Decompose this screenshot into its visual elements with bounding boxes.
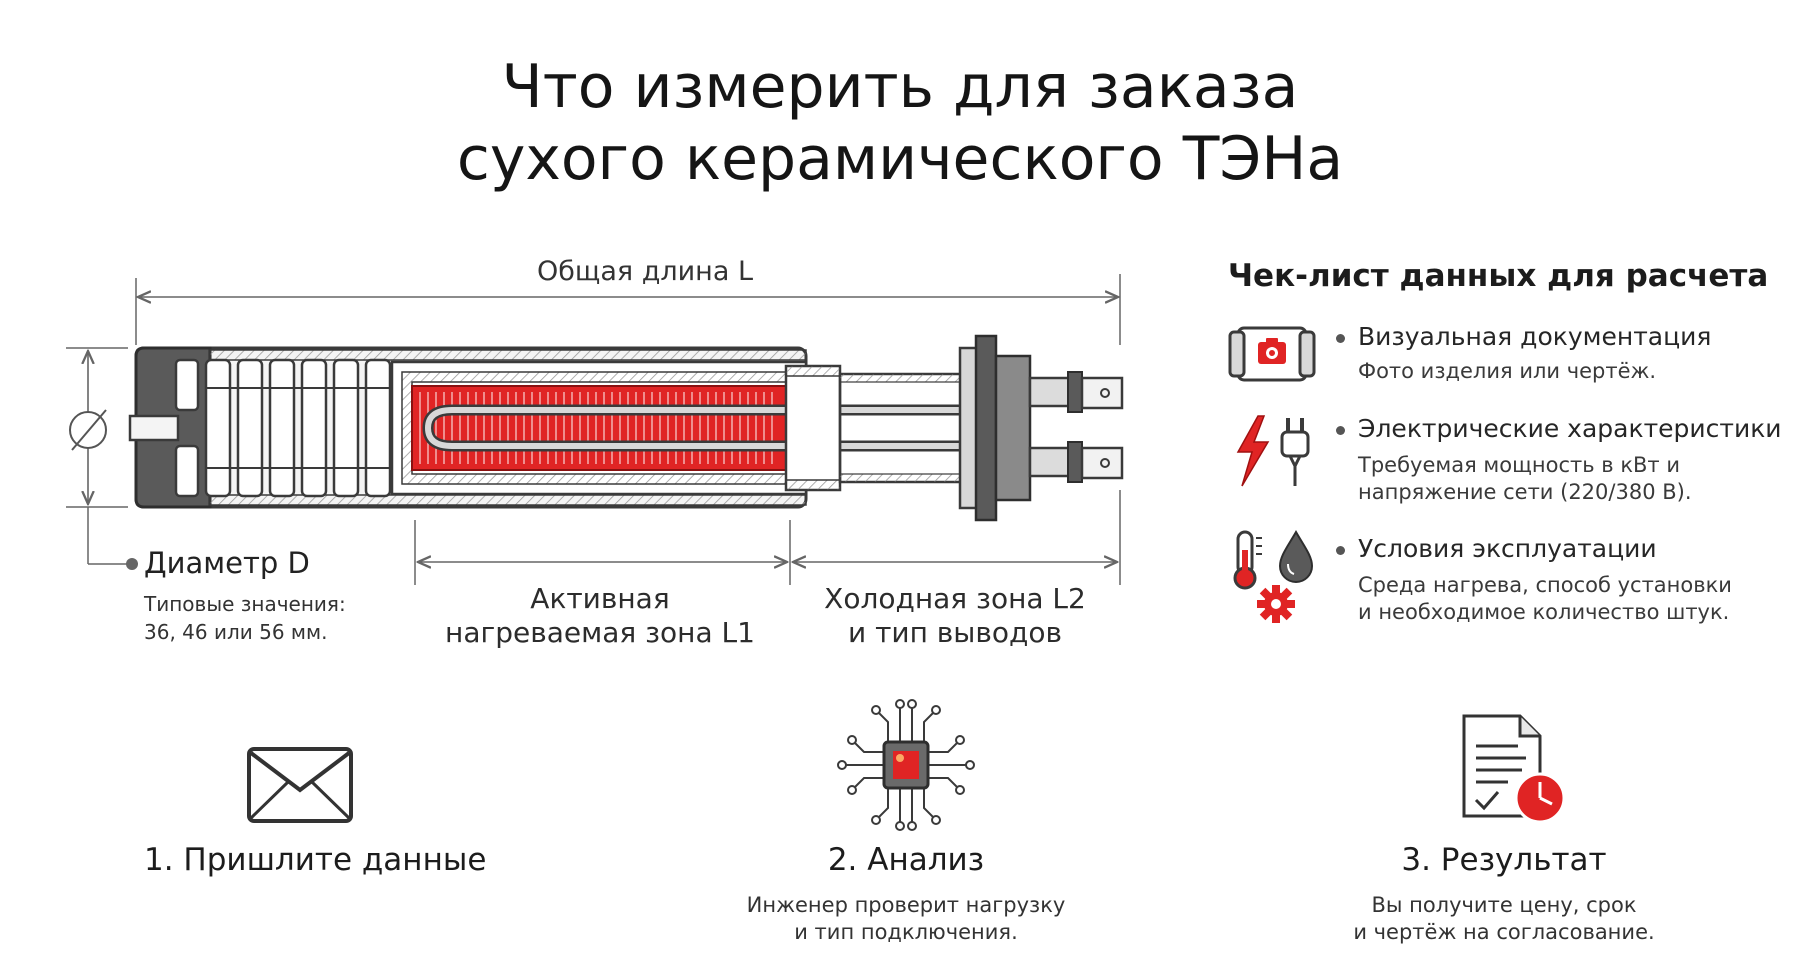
zone-dimensions xyxy=(414,490,1121,585)
checklist-item-3-desc-line-2: и необходимое количество штук. xyxy=(1358,600,1730,624)
active-zone-label: Активная нагреваемая зона L1 xyxy=(420,582,780,650)
thermometer-drop-gear-icon xyxy=(1233,529,1314,623)
checklist-item-2-title: Электрические характеристики xyxy=(1358,414,1782,443)
step-3-desc: Вы получите цену, срок и чертёж на согла… xyxy=(1318,892,1690,946)
active-zone-line-2: нагреваемая зона L1 xyxy=(445,616,755,649)
page-title-line-1: Что измерить для заказа xyxy=(501,52,1299,122)
checklist-item-3-desc-line-1: Среда нагрева, способ установки xyxy=(1358,573,1732,597)
diameter-dimension xyxy=(66,347,138,570)
step-2-desc: Инженер проверит нагрузку и тип подключе… xyxy=(720,892,1092,946)
step-1-title: 1. Пришлите данные xyxy=(144,842,487,878)
checklist-item-2-desc: Требуемая мощность в кВт и напряжение се… xyxy=(1358,452,1692,506)
diameter-note-line-2: 36, 46 или 56 мм. xyxy=(144,620,328,644)
bullet-dot xyxy=(1336,546,1345,555)
chip-icon xyxy=(837,699,975,831)
checklist-heading: Чек-лист данных для расчета xyxy=(1228,258,1769,294)
heating-rod xyxy=(422,404,970,452)
cold-zone-line-1: Холодная зона L2 xyxy=(824,582,1086,615)
envelope-icon xyxy=(247,747,353,823)
cold-zone-label: Холодная зона L2 и тип выводов xyxy=(795,582,1115,650)
checklist-item-1-title: Визуальная документация xyxy=(1358,322,1712,351)
cold-zone-line-2: и тип выводов xyxy=(847,616,1063,649)
document-clock-icon xyxy=(1462,714,1566,824)
heater-tube xyxy=(128,346,808,509)
active-zone-line-1: Активная xyxy=(530,582,670,615)
diameter-note-line-1: Типовые значения: xyxy=(144,592,346,616)
flange-terminals xyxy=(958,334,1124,522)
step-2-desc-line-2: и тип подключения. xyxy=(794,920,1018,944)
step-2-desc-line-1: Инженер проверит нагрузку xyxy=(746,893,1066,917)
page-title-line-2: сухого керамического ТЭНа xyxy=(456,124,1344,194)
total-length-label: Общая длина L xyxy=(537,256,753,287)
diameter-title: Диаметр D xyxy=(144,546,310,580)
bullet-dot xyxy=(1336,426,1345,435)
camera-icon xyxy=(1228,326,1316,382)
checklist-item-3-desc: Среда нагрева, способ установки и необхо… xyxy=(1358,572,1732,626)
lightning-plug-icon xyxy=(1236,415,1310,487)
step-2-title: 2. Анализ xyxy=(827,842,985,878)
step-3-desc-line-2: и чертёж на согласование. xyxy=(1353,920,1655,944)
checklist-item-1-desc: Фото изделия или чертёж. xyxy=(1358,359,1657,383)
diameter-symbol xyxy=(69,409,107,451)
diameter-note: Типовые значения: 36, 46 или 56 мм. xyxy=(144,590,346,646)
bullet-dot xyxy=(1336,334,1345,343)
total-length-dimension xyxy=(135,274,1121,345)
checklist-item-3-title: Условия эксплуатации xyxy=(1358,534,1657,563)
checklist-item-2-desc-line-1: Требуемая мощность в кВт и xyxy=(1358,453,1680,477)
cold-zone-tube xyxy=(784,364,978,492)
step-3-title: 3. Результат xyxy=(1401,842,1607,878)
checklist-item-2-desc-line-2: напряжение сети (220/380 В). xyxy=(1358,480,1692,504)
step-3-desc-line-1: Вы получите цену, срок xyxy=(1371,893,1637,917)
